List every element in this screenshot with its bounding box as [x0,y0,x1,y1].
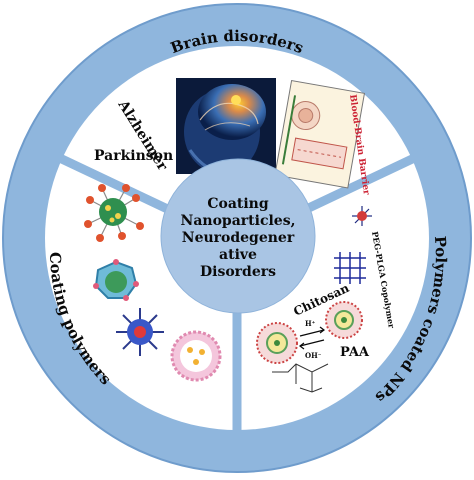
center-line-1: Coating [207,196,269,212]
label-parkinson: Parkinson [94,148,173,164]
brain-image [176,78,276,176]
equilibrium-arrows-icon [299,326,325,350]
peg-plga-particle-icon [352,206,372,226]
polymer-lattice-icon [334,252,366,284]
brain-hotspot-icon [231,95,241,105]
divider-right [294,138,448,219]
liposome-nanoparticle-icon [170,330,222,382]
center-line-5: Disorders [200,264,276,280]
blood-brain-barrier-panel: Blood-Brain Barrier [274,79,371,196]
label-h-plus: H⁺ [305,319,316,328]
lipid-coated-nanoparticle-icon [93,259,139,301]
chitosan-nanoparticle-left-icon [256,322,298,364]
paa-structure-icon [272,363,329,393]
center-line-2: Nanoparticles, [181,213,296,229]
divider-left [26,138,180,219]
center-line-3: Neurodegener [182,230,295,246]
chitosan-nanoparticle-right-icon [325,301,363,339]
center-line-4: ative [219,247,257,263]
label-paa: PAA [340,345,370,360]
center-disc [160,158,316,314]
dendrimer-nanoparticle-icon [84,184,144,242]
label-oh-minus: OH⁻ [305,351,322,360]
spiky-nanoparticle-icon [116,308,164,356]
